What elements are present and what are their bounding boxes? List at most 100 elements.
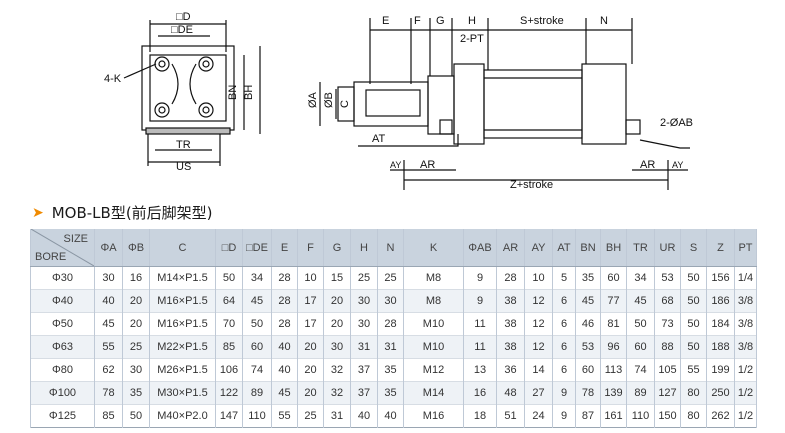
- table-cell: 30: [323, 335, 351, 359]
- table-cell: 110: [242, 404, 272, 428]
- table-cell: 6: [552, 289, 576, 313]
- table-cell: 184: [706, 312, 735, 336]
- table-cell: 25: [350, 266, 378, 290]
- table-cell: 20: [122, 289, 150, 313]
- table-cell: 20: [297, 335, 324, 359]
- table-cell: 17: [297, 312, 324, 336]
- table-cell: 62: [94, 358, 123, 382]
- table-cell: 28: [271, 289, 298, 313]
- table-cell: 30: [122, 358, 150, 382]
- table-cell: 34: [242, 266, 272, 290]
- table-cell: M12: [403, 358, 464, 382]
- table-cell: M14: [403, 381, 464, 405]
- dim-de-label: □DE: [171, 24, 193, 36]
- table-cell: 60: [626, 335, 655, 359]
- dim-ay-right-label: AY: [672, 160, 683, 170]
- table-cell: 28: [377, 312, 404, 336]
- table-cell: 30: [377, 289, 404, 313]
- table-cell: 9: [463, 289, 497, 313]
- table-cell: 156: [706, 266, 735, 290]
- dim-n-label: N: [600, 15, 608, 27]
- table-cell: M10: [403, 312, 464, 336]
- table-cell: 139: [600, 381, 627, 405]
- table-cell: 50: [680, 289, 707, 313]
- table-cell: 110: [626, 404, 655, 428]
- table-cell: 12: [524, 289, 553, 313]
- table-cell: 20: [323, 289, 351, 313]
- dim-at-label: AT: [372, 133, 386, 145]
- dim-a-label: ØA: [307, 91, 319, 108]
- table-cell: 45: [94, 312, 123, 336]
- table-cell: 1/2: [734, 358, 757, 382]
- column-header: K: [403, 229, 464, 267]
- table-cell: 113: [600, 358, 627, 382]
- table-cell: 60: [600, 266, 627, 290]
- dim-z-stroke-label: Z+stroke: [510, 179, 553, 191]
- table-cell: 80: [680, 404, 707, 428]
- table-cell: 77: [600, 289, 627, 313]
- table-cell: 87: [575, 404, 601, 428]
- dim-bn-label: BN: [227, 85, 239, 100]
- table-cell: 30: [350, 312, 378, 336]
- corner-bore-label: BORE: [35, 251, 67, 263]
- table-cell: 9: [552, 381, 576, 405]
- dim-h-label: H: [468, 15, 476, 27]
- column-header: ΦAB: [463, 229, 497, 267]
- dim-b-label: ØB: [323, 92, 335, 108]
- side-view: [319, 18, 690, 190]
- table-cell: 105: [654, 358, 681, 382]
- dim-us-label: US: [176, 161, 191, 173]
- table-cell: 38: [496, 289, 525, 313]
- dim-g-label: G: [436, 15, 445, 27]
- dim-s-stroke-label: S+stroke: [520, 15, 564, 27]
- table-cell: 74: [242, 358, 272, 382]
- dim-f-label: F: [414, 15, 421, 27]
- table-cell: M10: [403, 335, 464, 359]
- table-cell: 50: [680, 335, 707, 359]
- table-cell: 11: [463, 312, 497, 336]
- table-cell: 25: [122, 335, 150, 359]
- table-cell: 55: [94, 335, 123, 359]
- table-cell: 27: [524, 381, 553, 405]
- table-cell: 40: [271, 358, 298, 382]
- table-cell: 37: [350, 358, 378, 382]
- table-cell: 68: [654, 289, 681, 313]
- column-header: UR: [654, 229, 681, 267]
- bore-cell: Φ63: [30, 335, 95, 359]
- bore-cell: Φ40: [30, 289, 95, 313]
- table-cell: 45: [271, 381, 298, 405]
- table-cell: 18: [463, 404, 497, 428]
- table-cell: 34: [626, 266, 655, 290]
- table-cell: 11: [463, 335, 497, 359]
- column-header: F: [297, 229, 324, 267]
- cylinder-drawing: □D □DE 4-K BN BH TR US E F G H S+stroke …: [104, 11, 693, 191]
- table-cell: 32: [323, 358, 351, 382]
- table-cell: 74: [626, 358, 655, 382]
- dim-ar-left-label: AR: [420, 159, 435, 171]
- table-cell: 40: [350, 404, 378, 428]
- table-cell: 161: [600, 404, 627, 428]
- table-corner-cell: SIZE BORE: [30, 229, 95, 267]
- table-cell: 35: [575, 266, 601, 290]
- table-cell: M8: [403, 266, 464, 290]
- table-cell: 73: [654, 312, 681, 336]
- table-cell: 16: [122, 266, 150, 290]
- dim-k-label: 4-K: [104, 73, 122, 85]
- front-view: [123, 20, 261, 166]
- table-cell: 85: [94, 404, 123, 428]
- table-cell: 147: [215, 404, 243, 428]
- table-cell: 60: [575, 358, 601, 382]
- table-cell: 106: [215, 358, 243, 382]
- table-cell: 38: [496, 335, 525, 359]
- table-cell: 28: [271, 312, 298, 336]
- dim-ay-left-label: AY: [390, 160, 401, 170]
- table-cell: 1/2: [734, 404, 757, 428]
- table-cell: 40: [94, 289, 123, 313]
- column-header: ΦA: [94, 229, 123, 267]
- table-cell: 45: [626, 289, 655, 313]
